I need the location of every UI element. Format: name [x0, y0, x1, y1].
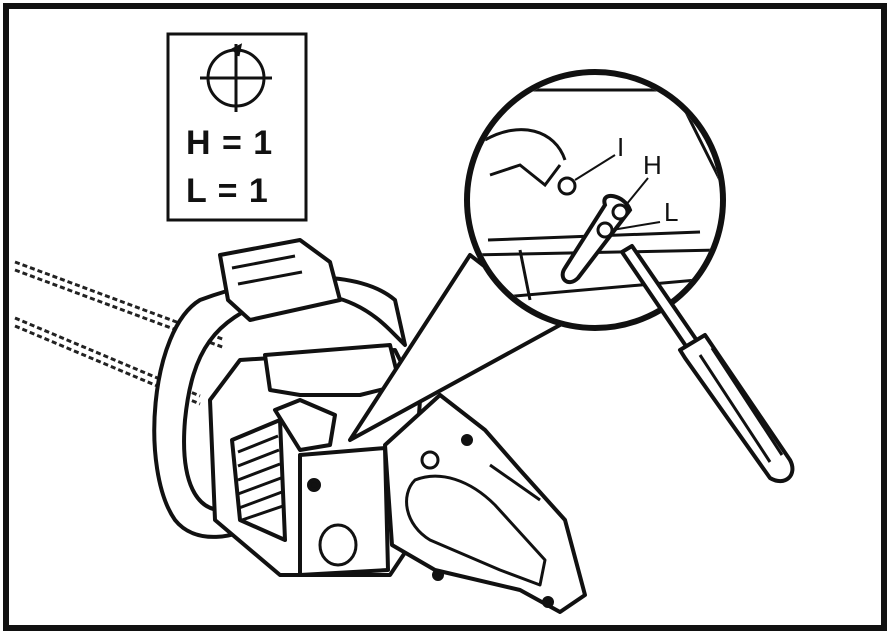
high-screw-label: H — [643, 150, 662, 180]
chainsaw-body — [152, 238, 587, 614]
tachometer-turn-icon — [200, 43, 272, 112]
screwdriver — [620, 244, 795, 484]
carburetor-detail-circle — [464, 69, 726, 331]
idle-screw-label: I — [617, 132, 625, 162]
high-speed-setting: H = 1 — [186, 124, 274, 162]
low-screw-label: L — [664, 197, 679, 227]
low-speed-setting: L = 1 — [186, 172, 269, 210]
settings-box — [166, 32, 308, 222]
